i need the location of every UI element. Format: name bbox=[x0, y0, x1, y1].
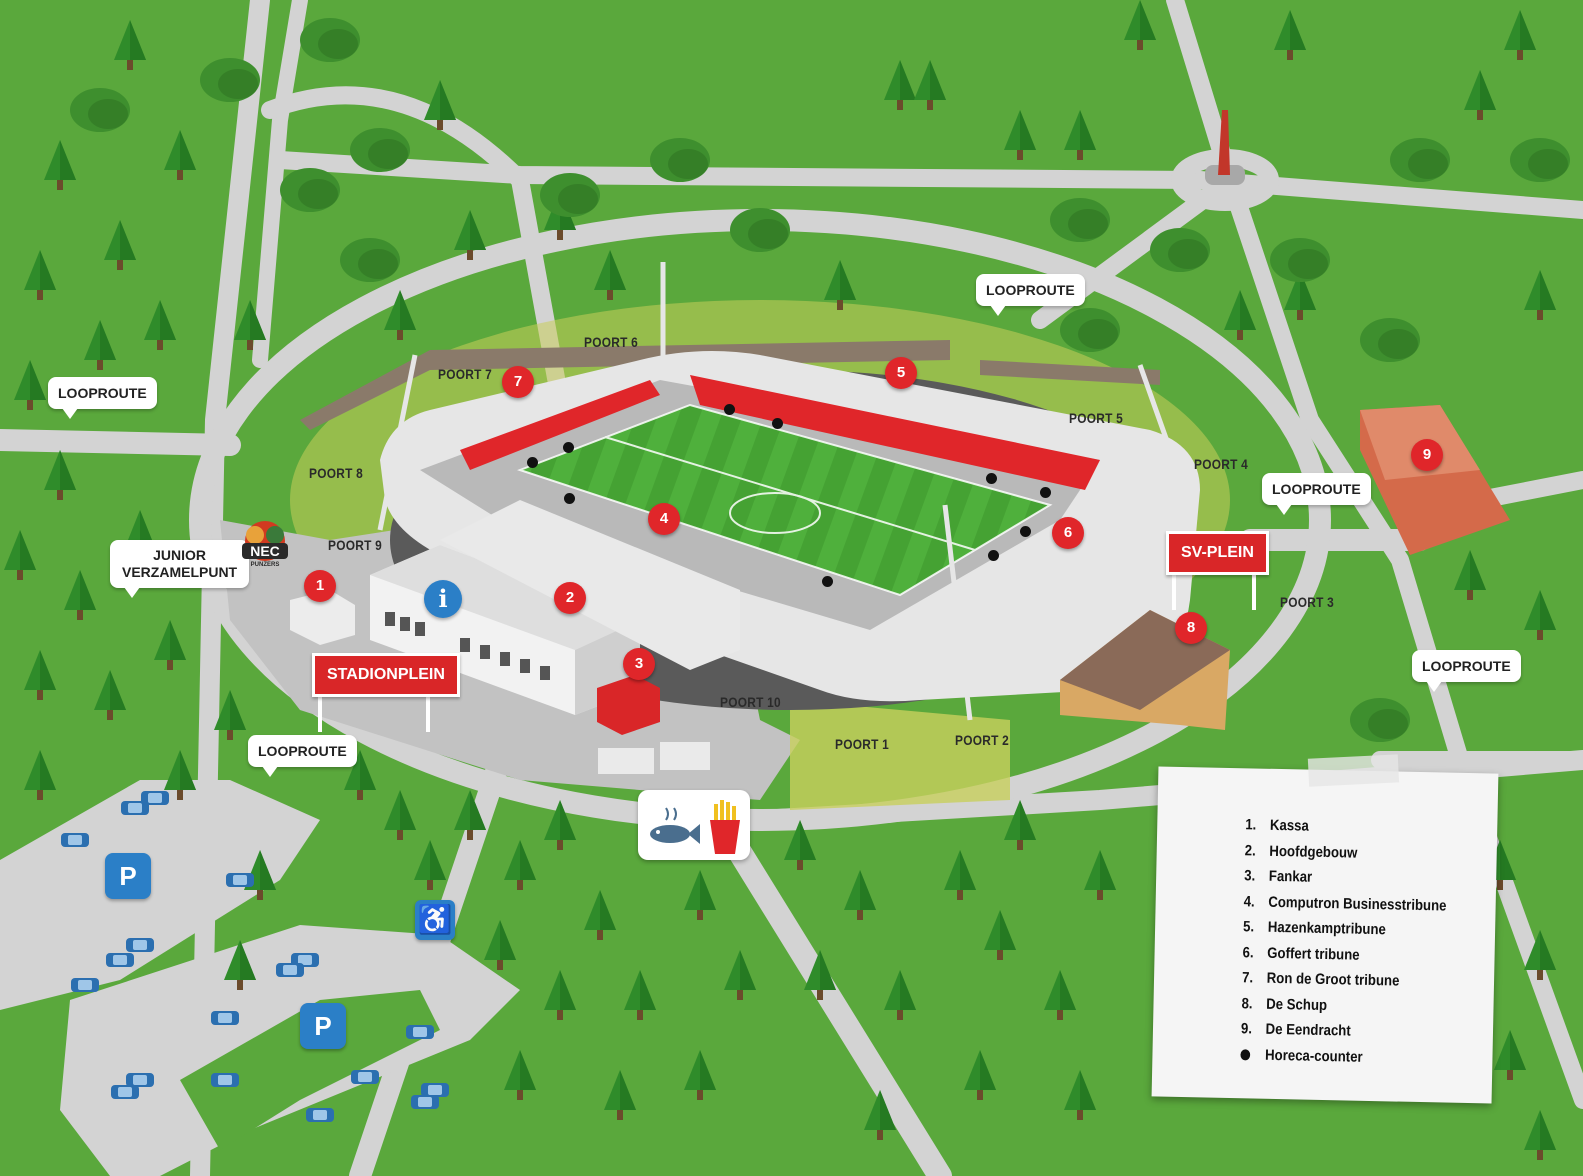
poort-1-lawn bbox=[790, 700, 1010, 810]
main-building-roof bbox=[370, 545, 640, 650]
floodlight-east bbox=[1137, 364, 1198, 521]
gate-label-poort-6: POORT 6 bbox=[584, 334, 639, 350]
food-icons bbox=[650, 800, 740, 854]
horeca-counter-dot bbox=[564, 493, 575, 504]
svplein-pole-1 bbox=[1172, 565, 1176, 610]
junior-line-2: VERZAMELPUNT bbox=[122, 564, 238, 580]
gate-label-poort-3: POORT 3 bbox=[1280, 594, 1335, 610]
gate-label-poort-1: POORT 1 bbox=[835, 736, 890, 752]
marker-7-ron-de-groot-tribune[interactable]: 7 bbox=[502, 366, 534, 398]
parking-icon-1: P bbox=[105, 853, 151, 899]
pitch-lines bbox=[517, 403, 1053, 597]
legend-tape bbox=[1307, 754, 1400, 787]
marker-1-kassa[interactable]: 1 bbox=[304, 570, 336, 602]
parking-island bbox=[180, 990, 440, 1150]
food-sign bbox=[638, 790, 750, 860]
fish-icon bbox=[650, 807, 700, 844]
stand-wall-east bbox=[980, 360, 1160, 385]
junior-verzamelpunt-bubble: JUNIOR VERZAMELPUNT bbox=[110, 540, 250, 598]
gate-label-poort-2: POORT 2 bbox=[955, 732, 1010, 748]
fries-icon bbox=[710, 800, 740, 854]
legend-list: 1.Kassa 2.Hoofdgebouw 3.Fankar 4.Computr… bbox=[1240, 812, 1476, 1072]
looproute-bubble-north: LOOPROUTE bbox=[976, 274, 1085, 316]
horeca-counter-dot bbox=[1040, 487, 1051, 498]
horeca-counter-dot bbox=[527, 457, 538, 468]
stadionplein-pole-2 bbox=[426, 690, 430, 732]
legend-note: 1.Kassa 2.Hoofdgebouw 3.Fankar 4.Computr… bbox=[1151, 754, 1499, 1104]
horeca-counter-dot bbox=[988, 550, 999, 561]
looproute-bubble-parking: LOOPROUTE bbox=[248, 735, 357, 777]
legend-item-horeca: Horeca-counter bbox=[1240, 1042, 1443, 1072]
marker-6-goffert-tribune[interactable]: 6 bbox=[1052, 517, 1084, 549]
floodlight-south bbox=[942, 504, 973, 721]
gate-label-poort-4: POORT 4 bbox=[1194, 456, 1249, 472]
logo-subtext: PUNZERS bbox=[251, 562, 280, 568]
horeca-counter-dot bbox=[563, 442, 574, 453]
junior-line-1: JUNIOR bbox=[153, 547, 207, 563]
floodlight-west bbox=[377, 354, 418, 531]
seats-north bbox=[690, 375, 1100, 490]
horeca-counter-dot bbox=[822, 576, 833, 587]
info-icon: i bbox=[424, 580, 462, 618]
gate-label-poort-5: POORT 5 bbox=[1069, 410, 1124, 426]
logo-text: NEC bbox=[250, 543, 280, 559]
horeca-counter-dot bbox=[772, 418, 783, 429]
seats-west bbox=[460, 380, 660, 470]
gate-label-poort-8: POORT 8 bbox=[309, 465, 364, 481]
kassa-building bbox=[290, 590, 355, 645]
wheelchair-icon: ♿ bbox=[415, 900, 455, 940]
looproute-bubble-southeast: LOOPROUTE bbox=[1412, 650, 1521, 692]
stadionplein-pole-1 bbox=[318, 690, 322, 732]
block-1 bbox=[598, 748, 654, 774]
marker-5-hazenkamptribune[interactable]: 5 bbox=[885, 357, 917, 389]
marker-9-de-eendracht[interactable]: 9 bbox=[1411, 439, 1443, 471]
statue-icon bbox=[1205, 110, 1245, 185]
main-building-windows bbox=[385, 612, 550, 680]
nec-punzers-logo: NEC PUNZERS bbox=[242, 521, 288, 568]
horeca-dot-icon bbox=[1240, 1049, 1251, 1061]
horeca-counter-dot bbox=[1020, 526, 1031, 537]
marker-3-fankar[interactable]: 3 bbox=[623, 648, 655, 680]
gate-label-poort-9: POORT 9 bbox=[328, 537, 383, 553]
block-2 bbox=[660, 742, 710, 770]
parking-icon-2: P bbox=[300, 1003, 346, 1049]
marker-8-de-schup[interactable]: 8 bbox=[1175, 612, 1207, 644]
marker-4-businesstribune[interactable]: 4 bbox=[648, 503, 680, 535]
gate-label-poort-7: POORT 7 bbox=[438, 366, 493, 382]
gate-label-poort-10: POORT 10 bbox=[720, 694, 781, 710]
svplein-sign: SV-PLEIN bbox=[1166, 531, 1269, 575]
marker-2-hoofdgebouw[interactable]: 2 bbox=[554, 582, 586, 614]
horeca-counter-dot bbox=[986, 473, 997, 484]
horeca-counter-dot bbox=[724, 404, 735, 415]
stadionplein-sign: STADIONPLEIN bbox=[312, 653, 460, 697]
stand-annex bbox=[440, 500, 740, 670]
looproute-bubble-west: LOOPROUTE bbox=[48, 377, 157, 419]
looproute-bubble-east: LOOPROUTE bbox=[1262, 473, 1371, 515]
fankar bbox=[597, 675, 660, 735]
svplein-pole-2 bbox=[1252, 565, 1256, 610]
